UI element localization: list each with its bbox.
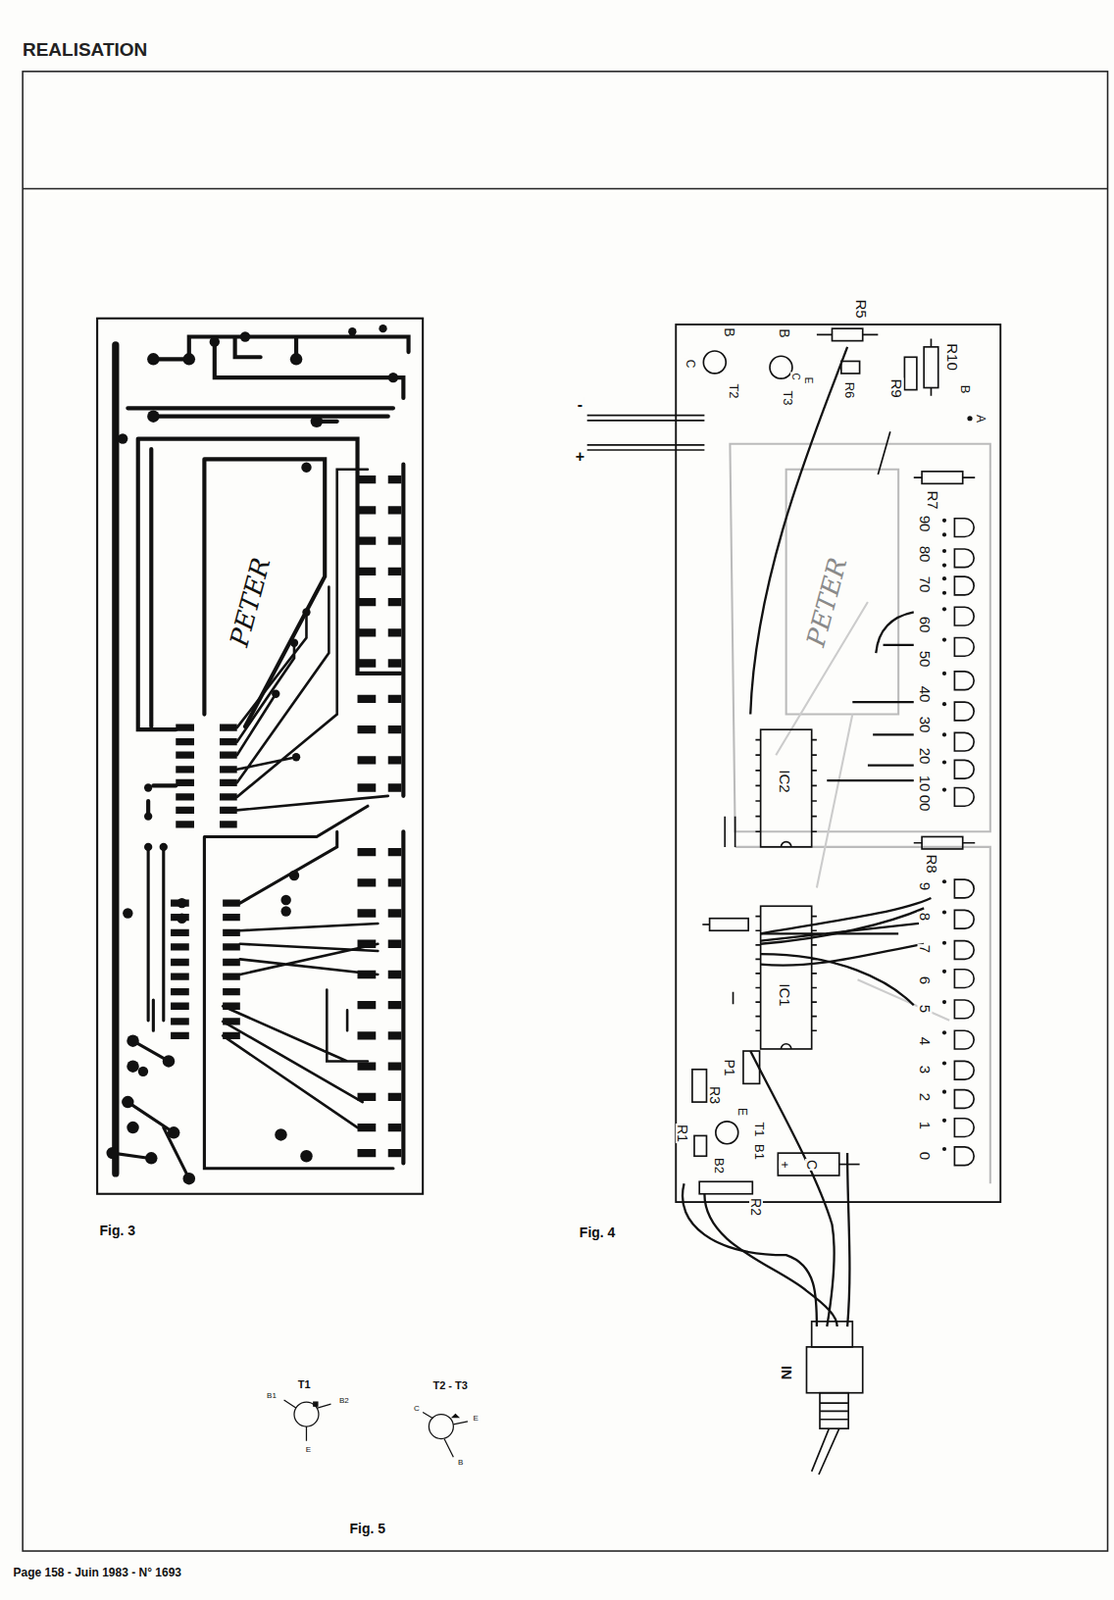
part-label: 70 [917,574,933,594]
component-layout [587,324,1002,1475]
part-label: R8 [923,853,939,874]
part-label: 20 [917,746,933,765]
part-label: T1 [752,1120,765,1138]
part-label: B2 [712,1157,726,1175]
part-label: 9 [917,881,933,892]
part-label: R1 [675,1123,690,1144]
part-label: 50 [917,649,933,668]
signature-mark: PETER [225,554,275,651]
part-label: B1 [265,1392,278,1401]
part-label: B1 [752,1143,765,1162]
part-label: 0 [917,1151,933,1162]
part-label: B [958,383,971,395]
part-label: 00 [917,794,933,813]
pcb-traces [97,318,423,1195]
part-label: C [412,1405,421,1414]
part-label: T2 - T3 [431,1379,468,1391]
part-label: R3 [708,1085,722,1106]
page-footer: Page 158 - Juin 1983 - N° 1693 [11,1567,183,1579]
part-label: C [805,1159,819,1171]
page-frame [22,71,1108,1552]
part-label: IN [779,1365,794,1381]
part-label: 5 [917,1004,933,1014]
part-label: 3 [917,1064,933,1075]
part-label: R6 [843,380,857,400]
part-label: P1 [722,1059,737,1078]
part-label: 30 [917,715,933,735]
part-label: Fig. 5 [349,1521,388,1536]
part-label: 6 [917,974,933,985]
part-label: E [304,1446,312,1455]
part-label: E [472,1415,480,1423]
part-label: B [456,1459,464,1468]
part-label: 40 [917,685,933,705]
part-label: - [576,397,584,413]
part-label: R2 [749,1197,763,1217]
part-label: 7 [917,944,933,955]
part-label: B2 [338,1397,351,1406]
part-label: R9 [889,377,905,399]
transistor-pinouts [284,1400,468,1458]
part-label: 80 [917,545,933,564]
part-label: 8 [917,911,933,922]
part-label: T2 [726,382,740,400]
part-label: + [574,449,586,465]
part-label: IC1 [776,983,792,1009]
part-label: 4 [917,1036,933,1047]
part-label: 90 [917,514,933,534]
part-label: 10 [917,773,933,793]
part-label: E [803,376,813,386]
part-label: R5 [853,299,868,320]
part-label: E [736,1107,749,1117]
part-label: 60 [917,615,933,635]
page-heading: REALISATION [22,39,148,61]
part-label: R10 [945,343,961,373]
part-label: 2 [917,1092,933,1103]
part-label: B [722,327,737,339]
part-label: Fig. 4 [578,1225,617,1240]
part-label: T1 [297,1378,312,1390]
part-label: 1 [917,1120,933,1131]
signature-mark: PETER [803,554,853,651]
part-label: T3 [780,389,794,406]
part-label: IC2 [776,768,792,794]
part-label: C [684,357,697,369]
part-label: Fig. 3 [98,1223,137,1238]
part-label: R7 [924,490,940,511]
part-label: + [778,1161,791,1170]
part-label: A [974,413,987,424]
part-label: C [790,372,801,382]
part-label: B [777,328,792,340]
